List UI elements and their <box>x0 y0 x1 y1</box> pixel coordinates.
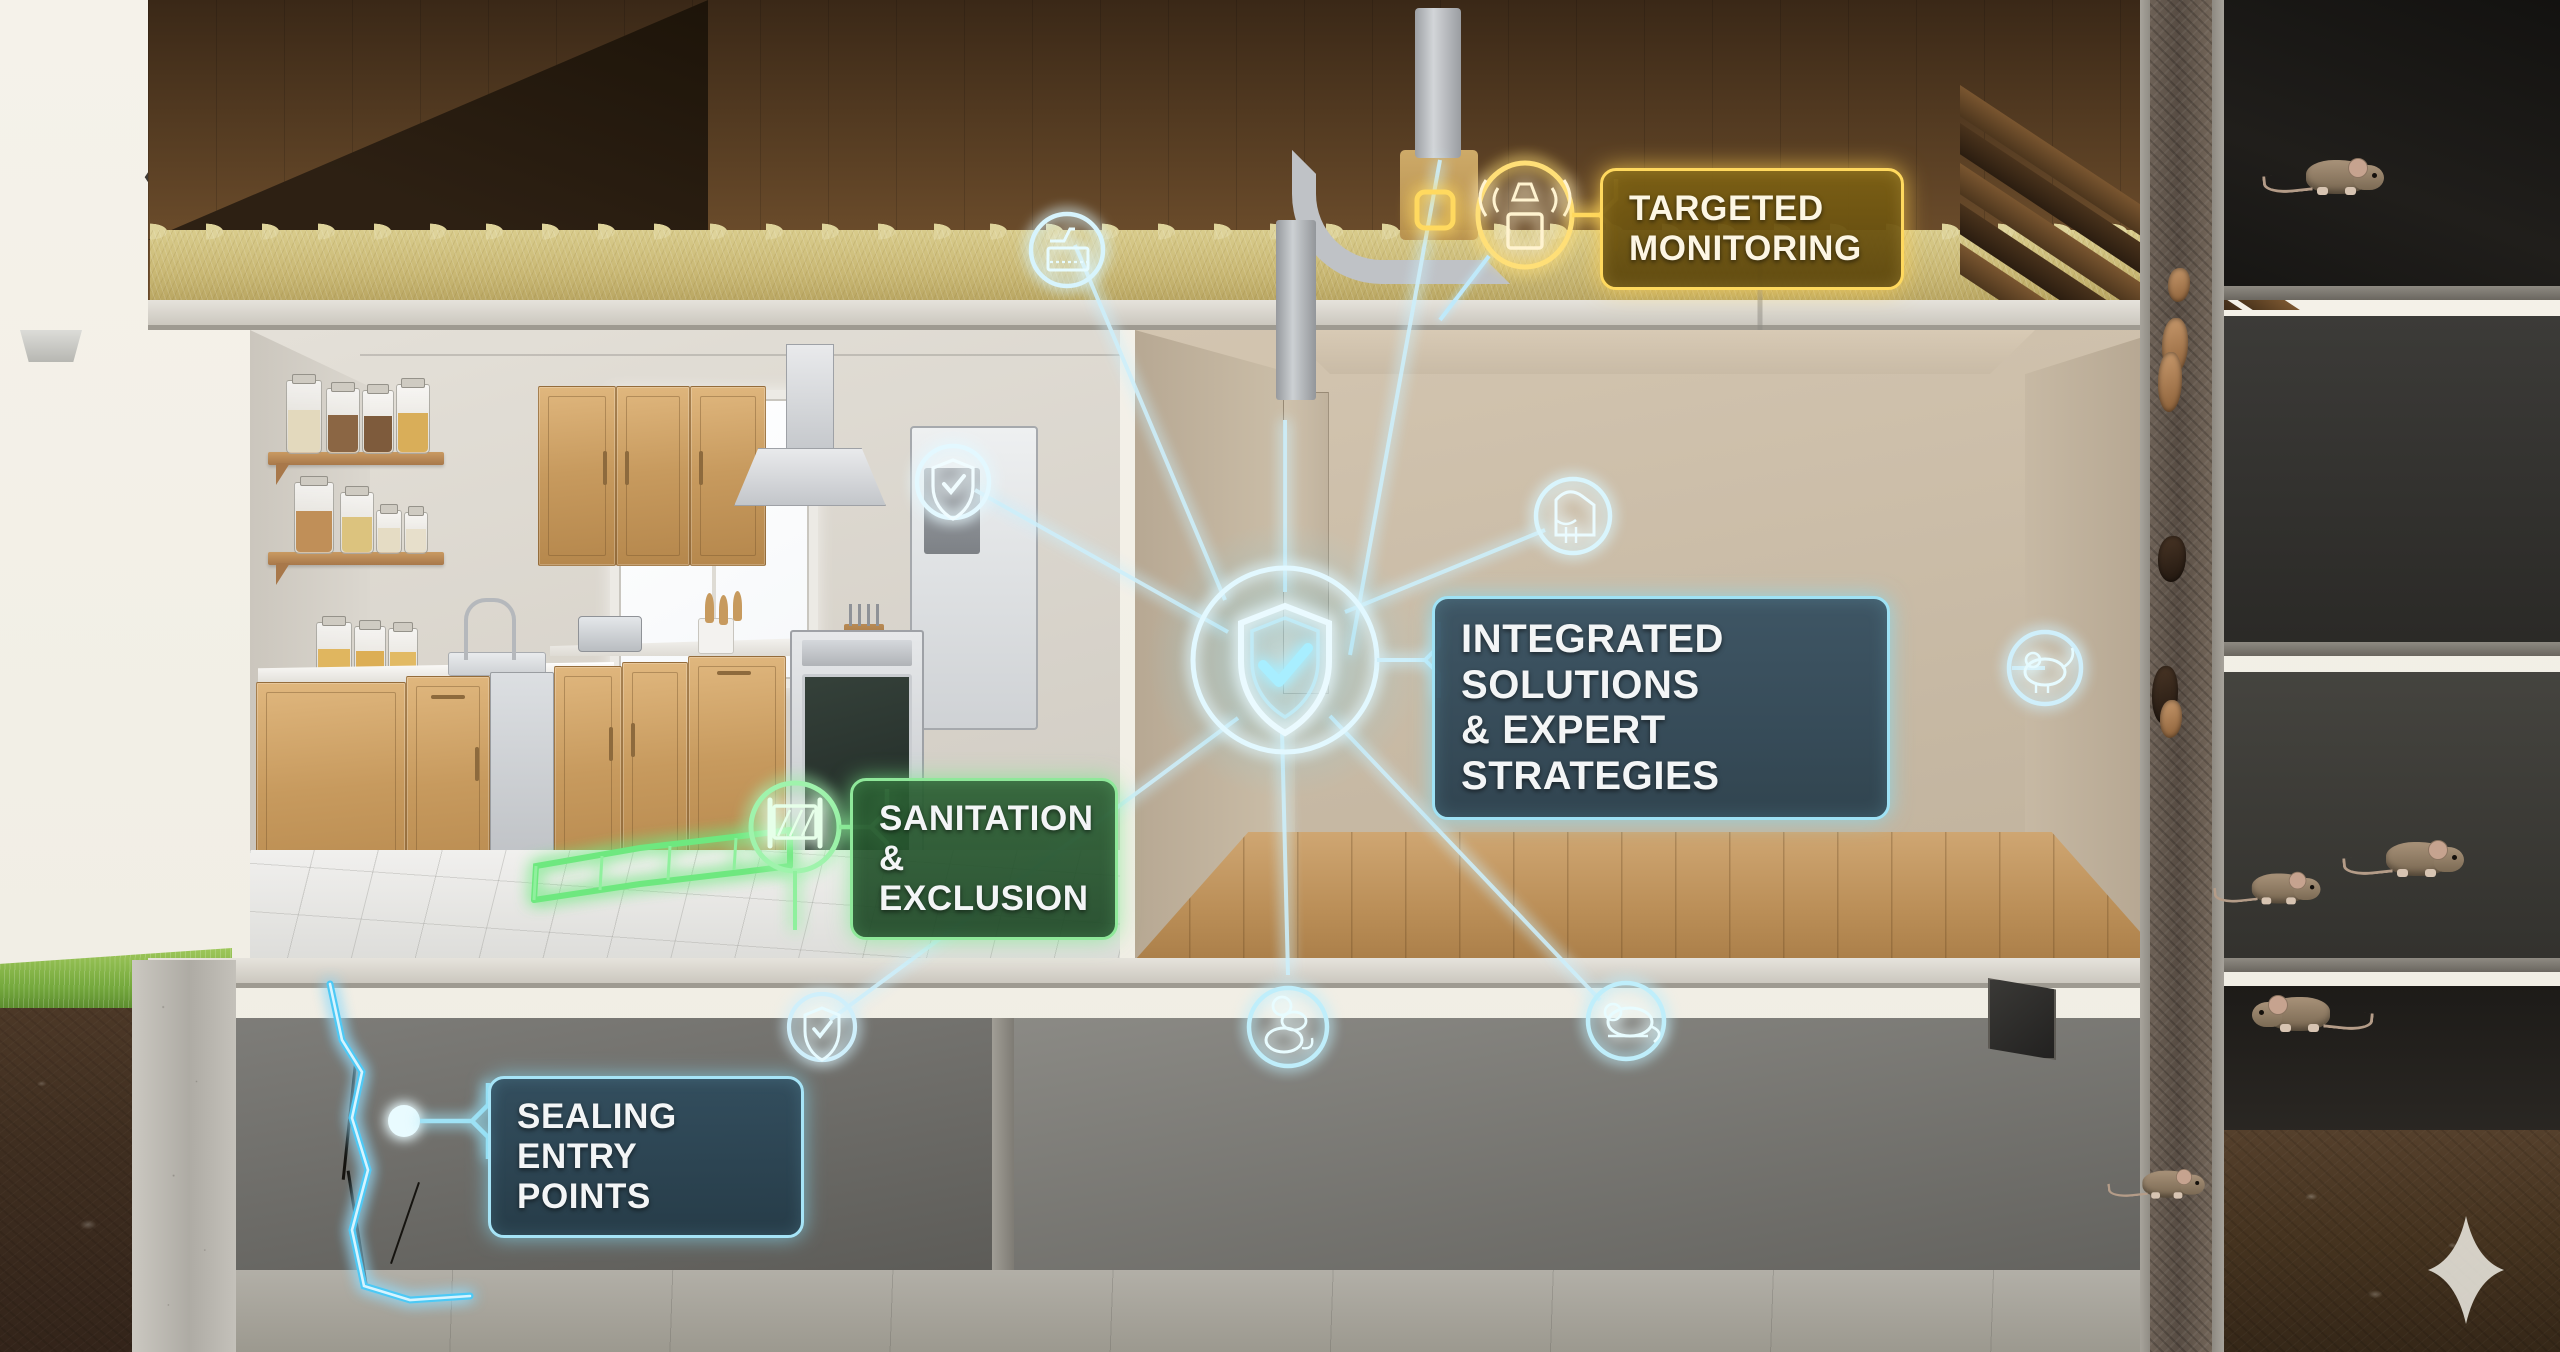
pantry-jar <box>286 374 322 454</box>
mouse <box>2250 985 2374 1035</box>
kitchen-faucet[interactable] <box>464 598 516 660</box>
attic-floor-slab <box>148 300 2168 330</box>
vent-pipe-downspout <box>1276 220 1316 400</box>
gnaw-hole <box>2158 536 2186 582</box>
corner-base-cabinet[interactable] <box>688 656 786 874</box>
callout-sanitation-exclusion[interactable]: SANITATION & EXCLUSION <box>850 778 1118 940</box>
refrigerator[interactable] <box>910 426 1038 730</box>
pantry-jar <box>396 378 430 454</box>
pantry-jar <box>404 506 428 554</box>
mouse <box>2107 1161 2207 1201</box>
pantry-shelf-lower <box>268 552 444 565</box>
callout-sealing-entry-points[interactable]: SEALING ENTRY POINTS <box>488 1076 804 1238</box>
pantry-jar <box>326 382 360 454</box>
fridge-water-dispenser[interactable] <box>924 468 980 554</box>
wall-chamber-upper <box>2224 316 2560 656</box>
base-cabinet[interactable] <box>622 662 688 882</box>
pantry-jar <box>376 504 402 554</box>
living-ceiling <box>1285 330 2035 374</box>
mouse <box>2213 863 2322 907</box>
pantry-jar <box>294 476 334 554</box>
vent-pipe-vertical <box>1415 8 1461 158</box>
basement-wall-right <box>1012 1018 2140 1278</box>
wall-stud-right <box>2212 0 2224 1352</box>
pantry-jar <box>362 384 394 454</box>
basement-floor <box>232 1270 2140 1352</box>
gnaw-hole <box>2158 352 2182 412</box>
utensil-crock <box>698 593 734 654</box>
living-hardwood-floor <box>1135 832 2165 960</box>
upper-cabinet[interactable] <box>616 386 690 566</box>
roof-gutter <box>20 330 82 362</box>
pantry-jar <box>340 486 374 554</box>
interior-door[interactable] <box>1283 392 1329 694</box>
range-hood-duct <box>786 344 834 458</box>
pantry-shelf-upper <box>268 452 444 465</box>
basement-divider-wall <box>992 1018 1014 1318</box>
gnaw-hole <box>2160 700 2182 738</box>
mouse <box>2262 148 2386 198</box>
toaster[interactable] <box>578 616 642 652</box>
mouse <box>2342 830 2466 880</box>
gnaw-hole <box>2168 268 2190 302</box>
soil-right <box>2224 1130 2560 1352</box>
main-floor-slab <box>148 958 2168 988</box>
callout-integrated-solutions[interactable]: INTEGRATED SOLUTIONS & EXPERT STRATEGIES <box>1432 596 1890 821</box>
vent-pipe-elbow <box>1292 150 1510 284</box>
roof-assembly <box>0 0 2270 362</box>
upper-cabinet[interactable] <box>538 386 616 566</box>
basement-window-well <box>1988 978 2056 1060</box>
wall-chamber-lower <box>2224 672 2560 972</box>
wall-stud-left <box>2140 0 2152 1352</box>
foundation-wall <box>132 960 236 1352</box>
callout-targeted-monitoring[interactable]: TARGETED MONITORING <box>1600 168 1904 290</box>
kitchen-ceiling-line <box>360 354 1120 356</box>
range-hood <box>734 448 886 506</box>
attic-cavity-right <box>2224 0 2560 300</box>
